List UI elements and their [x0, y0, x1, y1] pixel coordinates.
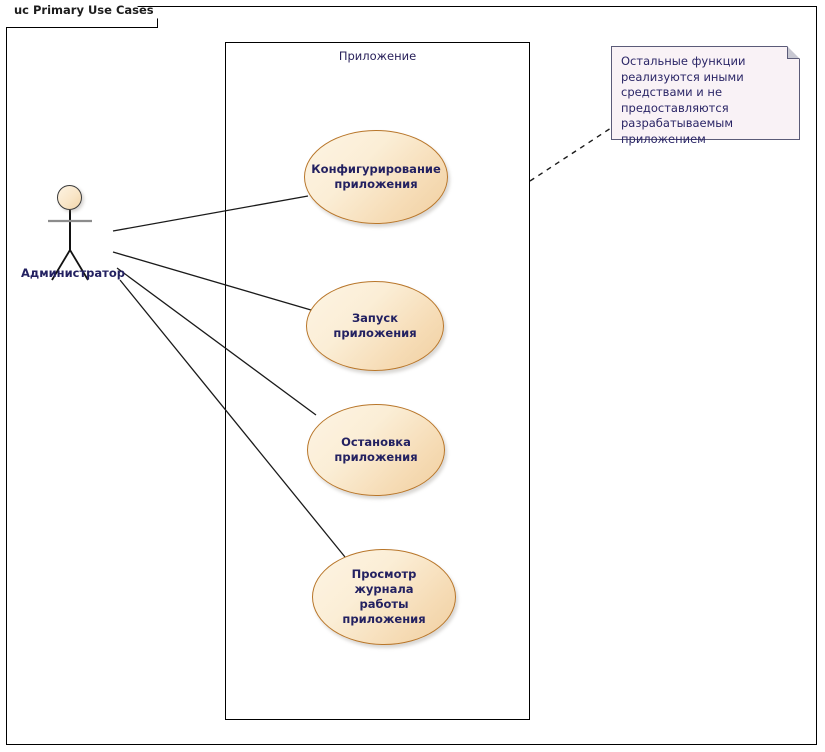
use-case-configure[interactable]: Конфигурирование приложения — [304, 130, 448, 224]
actor-label-administrator: Администратор — [21, 266, 125, 280]
actor-head-icon — [57, 185, 82, 210]
use-case-configure-label: Конфигурирование приложения — [311, 162, 441, 191]
use-case-view-log-label: Просмотр журнала работы приложения — [342, 567, 426, 626]
note-text: Остальные функции реализуются иными сред… — [621, 54, 746, 146]
use-case-view-log[interactable]: Просмотр журнала работы приложения — [312, 549, 456, 645]
use-case-start[interactable]: Запуск приложения — [306, 281, 444, 371]
system-boundary-label: Приложение — [338, 49, 417, 63]
use-case-stop-label: Остановка приложения — [334, 435, 418, 464]
diagram-title: uc Primary Use Cases — [14, 3, 154, 17]
note-box[interactable] — [611, 46, 800, 140]
use-case-stop[interactable]: Остановка приложения — [307, 404, 445, 496]
use-case-start-label: Запуск приложения — [333, 311, 417, 340]
